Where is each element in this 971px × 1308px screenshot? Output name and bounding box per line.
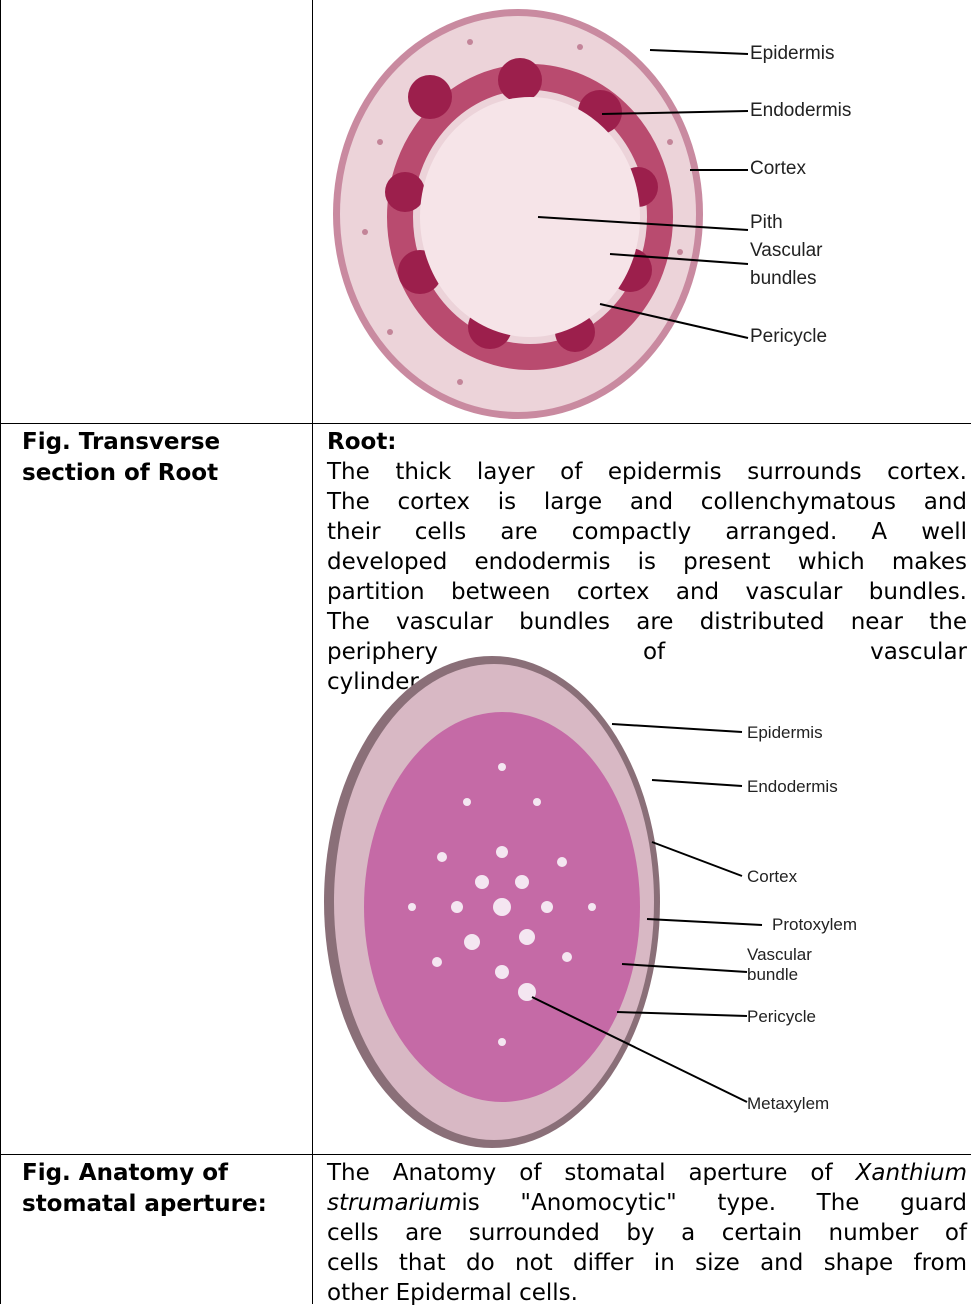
root-label-bundle: bundle bbox=[747, 965, 798, 984]
paragraph-line: partition between cortex and vascular bu… bbox=[327, 577, 967, 607]
stem-section-figure: Epidermis Endodermis Cortex Pith Vascula… bbox=[320, 2, 920, 422]
paragraph-line: cells are surrounded by a certain number… bbox=[327, 1218, 967, 1248]
paragraph-line: The vascular bundles are distributed nea… bbox=[327, 607, 967, 637]
species-name: Xanthium bbox=[856, 1160, 967, 1186]
caption-line: Fig. Anatomy of bbox=[22, 1158, 307, 1189]
root-label-endodermis: Endodermis bbox=[747, 777, 838, 796]
table-row-divider-2 bbox=[0, 1154, 971, 1155]
stem-label-endodermis: Endodermis bbox=[750, 100, 851, 121]
root-label-pericycle: Pericycle bbox=[747, 1007, 816, 1026]
table-column-divider bbox=[312, 0, 313, 1304]
stem-label-pith: Pith bbox=[750, 212, 783, 233]
caption-stomatal-aperture: Fig. Anatomy of stomatal aperture: bbox=[22, 1158, 307, 1220]
caption-line: section of Root bbox=[22, 458, 307, 489]
table-row-divider-1 bbox=[0, 423, 971, 424]
paragraph-line: The Anatomy of stomatal aperture of Xant… bbox=[327, 1158, 967, 1188]
root-section-figure: Epidermis Endodermis Cortex Protoxylem V… bbox=[322, 652, 912, 1152]
paragraph-line: cells that do not differ in size and sha… bbox=[327, 1248, 967, 1278]
species-name: strumarium bbox=[327, 1190, 461, 1216]
stem-label-vascular: Vascular bbox=[750, 240, 823, 261]
stem-label-bundles: bundles bbox=[750, 268, 817, 289]
text-run: is "Anomocytic" type. The guard bbox=[461, 1190, 967, 1216]
paragraph-line: their cells are compactly arranged. A we… bbox=[327, 517, 967, 547]
text-run: The Anatomy of stomatal aperture of bbox=[327, 1160, 856, 1186]
stem-pith bbox=[420, 97, 640, 337]
root-label-epidermis: Epidermis bbox=[747, 723, 823, 742]
caption-transverse-section: Fig. Transverse section of Root bbox=[22, 427, 307, 489]
root-label-protoxylem: Protoxylem bbox=[772, 915, 857, 934]
table-border-left bbox=[0, 0, 1, 1304]
stomatal-description: The Anatomy of stomatal aperture of Xant… bbox=[327, 1158, 967, 1308]
root-label-cortex: Cortex bbox=[747, 867, 798, 886]
stem-label-pericycle: Pericycle bbox=[750, 326, 827, 347]
paragraph-line: developed endodermis is present which ma… bbox=[327, 547, 967, 577]
stem-label-epidermis: Epidermis bbox=[750, 43, 834, 64]
root-label-vascular: Vascular bbox=[747, 945, 812, 964]
root-label-metaxylem: Metaxylem bbox=[747, 1094, 829, 1113]
root-heading: Root: bbox=[327, 427, 967, 457]
paragraph-line: The cortex is large and collenchymatous … bbox=[327, 487, 967, 517]
stem-label-cortex: Cortex bbox=[750, 158, 806, 179]
paragraph-line: strumariumis "Anomocytic" type. The guar… bbox=[327, 1188, 967, 1218]
caption-line: Fig. Transverse bbox=[22, 427, 307, 458]
paragraph-line: The thick layer of epidermis surrounds c… bbox=[327, 457, 967, 487]
caption-line: stomatal aperture: bbox=[22, 1189, 307, 1220]
